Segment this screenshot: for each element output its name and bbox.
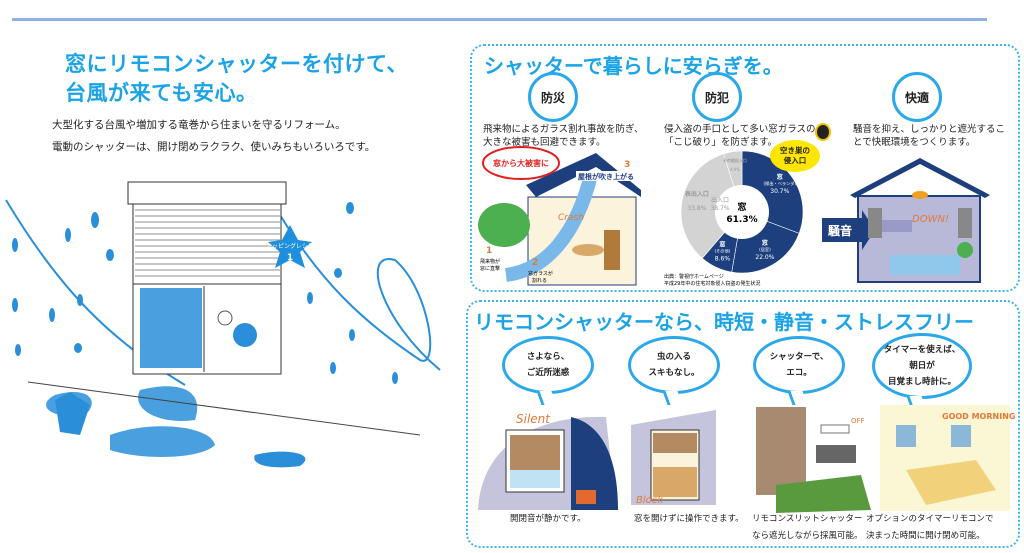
step-number: 1	[486, 246, 492, 256]
callout-line: 空き巣の	[780, 146, 810, 155]
pie-slice	[680, 153, 743, 259]
heading-label: 防犯	[704, 90, 729, 105]
bubble-line: さよなら、	[526, 352, 570, 362]
pie-slice-label: 30.7%	[770, 188, 789, 195]
disaster-illustration: 窓から大被害に Crash 1 飛来物が 窓に直撃 2 窓ガラスが 割れる 3 …	[478, 146, 641, 286]
comfort-illustration: 騒音 DOWN!	[822, 158, 990, 283]
bubble-line: スキもなし。	[648, 368, 700, 378]
desc-line: とで快眠環境をつくります。	[853, 137, 976, 148]
pie-hole	[715, 185, 769, 239]
comfort-desc: 騒音を抑え、しっかりと遮光することで快眠環境をつくります。	[853, 123, 1005, 149]
heading-label: 防災	[540, 90, 565, 105]
section2-title: リモコンシャッターなら、時短・静音・ストレスフリー	[474, 310, 974, 334]
top-rule	[12, 18, 987, 21]
source-line: 出典：警視庁ホームページ	[664, 273, 724, 280]
pie-slice-label: 窓	[719, 241, 725, 249]
security-desc: 侵入盗の手口として多い窓ガラスの「こじ破り」を防ぎます。	[664, 123, 816, 149]
speech-bubble-eco: シャッターで、エコ。	[753, 336, 845, 394]
source-line: 平成29年中の住宅対象侵入窃盗の発生状況	[664, 280, 760, 287]
speech-bubble-bugs: 虫の入るスキもなし。	[628, 336, 720, 394]
section-remote-shutter	[466, 300, 1020, 548]
noise-label: 騒音	[827, 223, 852, 238]
step-text: 窓に直撃	[480, 265, 500, 272]
callout-burglar-entry: 空き巣の 侵入口	[770, 140, 820, 172]
caption-line: 開閉音が静かです。	[510, 514, 586, 524]
pie-slice-label: 8.6%	[715, 256, 731, 263]
badge-label: トッピングレシピ	[266, 242, 314, 250]
step-text: 窓ガラスが	[528, 270, 553, 277]
speech-bubble-quiet: さよなら、ご近所迷惑	[502, 336, 594, 394]
caption-line: 窓を開けずに操作できます。	[634, 514, 744, 524]
bubble-line: シャッターで、	[769, 352, 829, 362]
caption-line: 決まった時間に開け閉め可能。	[866, 531, 985, 541]
sfx-crash: Crash	[558, 213, 584, 223]
caption-eco: リモコンスリットシャッターなら遮光しながら採風可能。	[752, 511, 863, 545]
pie-slice-label: 窓	[777, 173, 783, 181]
pie-slice-label: 22.0%	[755, 254, 774, 261]
step-number: 3	[624, 160, 630, 170]
burglar-icon	[815, 123, 831, 141]
main-headline: 窓にリモコンシャッターを付けて、 台風が来ても安心。	[65, 50, 408, 108]
bubble-line: エコ。	[786, 368, 812, 378]
disaster-desc: 飛来物によるガラス割れ事故を防ぎ、大きな被害も回避できます。	[483, 123, 644, 149]
heading-disaster: 防災	[528, 72, 578, 122]
caption-quiet: 開閉音が静かです。	[510, 511, 586, 528]
headline-line: 窓にリモコンシャッターを付けて、	[65, 52, 408, 76]
pie-slice-label: 表出入口	[684, 190, 709, 198]
step-number: 2	[532, 258, 538, 268]
headline-line: 台風が来ても安心。	[65, 81, 258, 105]
bubble-line: ご近所迷惑	[526, 368, 570, 378]
pie-inner-label: 出入口	[711, 196, 729, 204]
callout-window-damage: 窓から大被害に	[493, 158, 549, 168]
sfx-off: OFF	[851, 417, 865, 425]
heading-security: 防犯	[692, 72, 742, 122]
pie-center-label: 窓	[737, 201, 746, 213]
callout-line: 侵入口	[783, 156, 807, 165]
step-text: 割れる	[532, 277, 547, 284]
step3-label-bg	[576, 171, 638, 181]
lead-line: 大型化する台風や増加する竜巻から住まいを守るリフォーム。	[52, 119, 346, 131]
bubble-line: 朝日が	[909, 361, 935, 371]
speech-bubble-timer: タイマーを使えば、朝日が目覚まし時計に。	[872, 333, 972, 399]
heading-label: 快適	[904, 90, 929, 105]
desc-line: 侵入盗の手口として多い窓ガラスの	[664, 124, 816, 135]
bubble-line: 虫の入る	[656, 352, 691, 362]
desc-line: 飛来物によるガラス割れ事故を防ぎ、	[483, 124, 644, 135]
desc-line: 騒音を抑え、しっかりと遮光するこ	[853, 124, 1006, 135]
step-text: 屋根が吹き上がる	[578, 172, 634, 181]
pie-slice-label: (居室)	[759, 246, 771, 253]
pie-slice-label: 4.9%	[730, 167, 740, 172]
caption-line: なら遮光しながら採風可能。	[752, 531, 863, 541]
pie-inner-value: 38.7%	[710, 205, 729, 212]
bubble-line: 目覚まし時計に。	[887, 377, 956, 387]
desc-line: 「こじ破り」を防ぎます。	[664, 137, 778, 148]
pie-slice-label: 窓	[762, 239, 768, 247]
sfx-silent: Silent	[516, 412, 551, 426]
bubble-line: タイマーを使えば、	[883, 345, 961, 355]
sfx-block: Block	[636, 495, 664, 506]
burglary-entry-pie-chart: 窓 61.3% 出入口 38.7% 窓(掃出・ベランダ)30.7%窓(居室)22…	[664, 150, 804, 287]
section1-title: シャッターで暮らしに安らぎを。	[484, 54, 783, 78]
caption-no-bugs: 窓を開けずに操作できます。	[634, 511, 744, 528]
pie-slice-label: その他出入口	[723, 157, 747, 163]
typhoon-shutter-illustration: トッピングレシピ 1	[5, 181, 441, 468]
lead-text: 大型化する台風や増加する竜巻から住まいを守るリフォーム。 電動のシャッターは、開…	[52, 114, 375, 158]
desc-line: 大きな被害も回避できます。	[483, 137, 606, 148]
caption-line: オプションのタイマーリモコンで	[866, 514, 994, 524]
pie-slice-label: (その他)	[714, 248, 730, 255]
heading-comfort: 快適	[892, 72, 942, 122]
badge-number: 1	[287, 253, 293, 263]
sfx-good-morning: GOOD MORNING	[942, 412, 1015, 421]
pie-center-value: 61.3%	[726, 215, 757, 225]
step-text: 飛来物が	[480, 258, 500, 265]
sfx-down: DOWN!	[912, 214, 949, 225]
pie-slice-label: 33.8%	[687, 205, 706, 212]
section-peace-of-mind	[470, 44, 1020, 292]
caption-line: リモコンスリットシャッター	[752, 514, 863, 524]
caption-timer: オプションのタイマーリモコンで決まった時間に開け閉め可能。	[866, 511, 994, 545]
lead-line: 電動のシャッターは、開け閉めラクラク、使いみちもいろいろです。	[52, 141, 376, 153]
pie-slice-label: (掃出・ベランダ)	[764, 180, 797, 187]
remote-shutter-illustrations: Silent Block OFF GOOD MORNING	[478, 405, 1015, 513]
